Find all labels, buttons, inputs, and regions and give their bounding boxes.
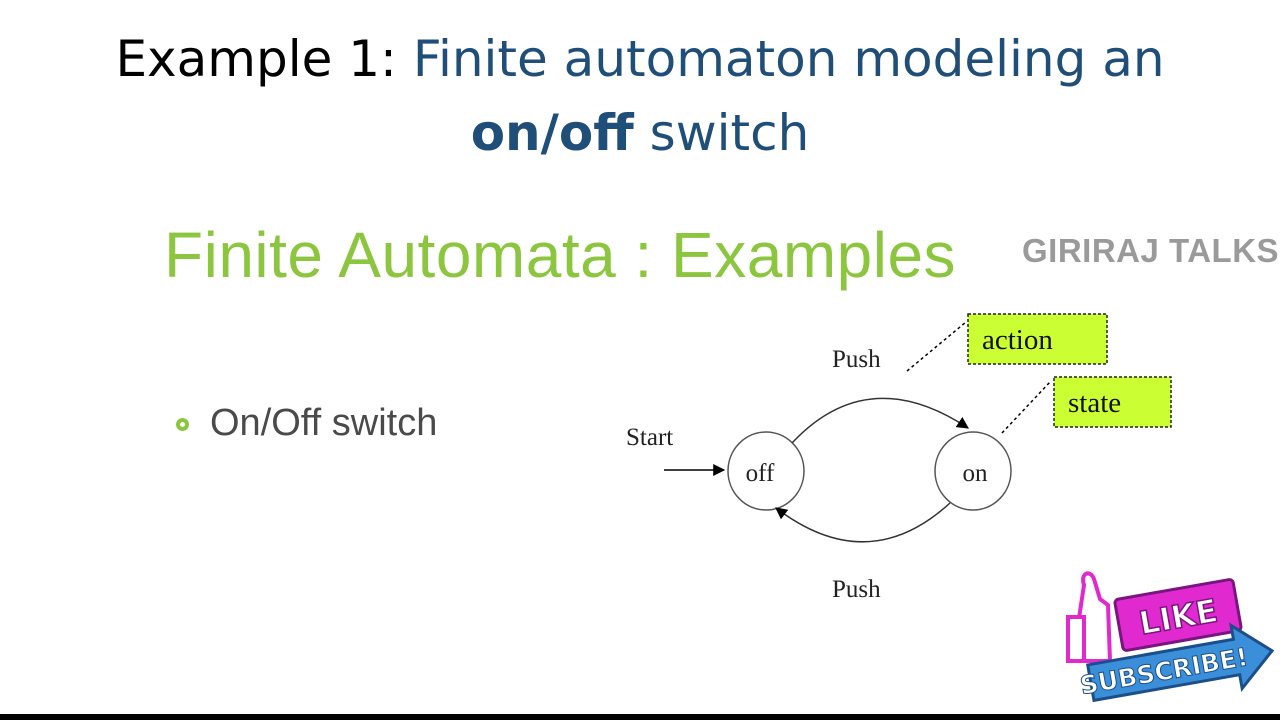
transition-off-to-on	[791, 397, 970, 444]
channel-watermark: GIRIRAJ TALKS	[1022, 232, 1280, 269]
state-pointer	[1001, 381, 1051, 434]
bullet-text: On/Off switch	[210, 402, 438, 444]
like-subscribe-badge[interactable]: LIKE SUBSCRIBE!	[1060, 565, 1280, 715]
slide-title-prefix: Example 1:	[115, 30, 397, 88]
subscribe-arrow	[1085, 622, 1275, 703]
state-on	[934, 431, 1012, 511]
action-tag-box	[967, 313, 1108, 365]
start-label: Start	[626, 424, 673, 451]
slide-title-bold: on/off	[470, 104, 634, 162]
thumbs-up-icon	[1066, 571, 1113, 663]
state-tag-box	[1053, 376, 1172, 428]
slide-title: Example 1: Finite automaton modeling an …	[0, 22, 1280, 170]
inner-heading: Finite Automata : Examples	[164, 219, 957, 291]
slide-title-line-2: on/off switch	[0, 96, 1280, 170]
like-box	[1113, 578, 1243, 652]
action-pointer	[906, 321, 967, 372]
bottom-edge-label: Push	[832, 576, 881, 603]
bottom-divider	[0, 714, 1280, 720]
transition-on-to-off	[775, 502, 951, 543]
state-off-label: off	[746, 460, 775, 487]
state-on-label: on	[963, 460, 989, 487]
state-off	[727, 431, 805, 511]
bullet-icon	[176, 418, 189, 431]
state-tag-label: state	[1068, 387, 1121, 419]
top-edge-label: Push	[832, 346, 881, 373]
action-tag-label: action	[982, 324, 1053, 356]
slide-title-end: switch	[649, 104, 810, 162]
slide-title-main: Finite automaton modeling an	[412, 30, 1165, 88]
slide-title-line-1: Example 1: Finite automaton modeling an	[0, 22, 1280, 96]
